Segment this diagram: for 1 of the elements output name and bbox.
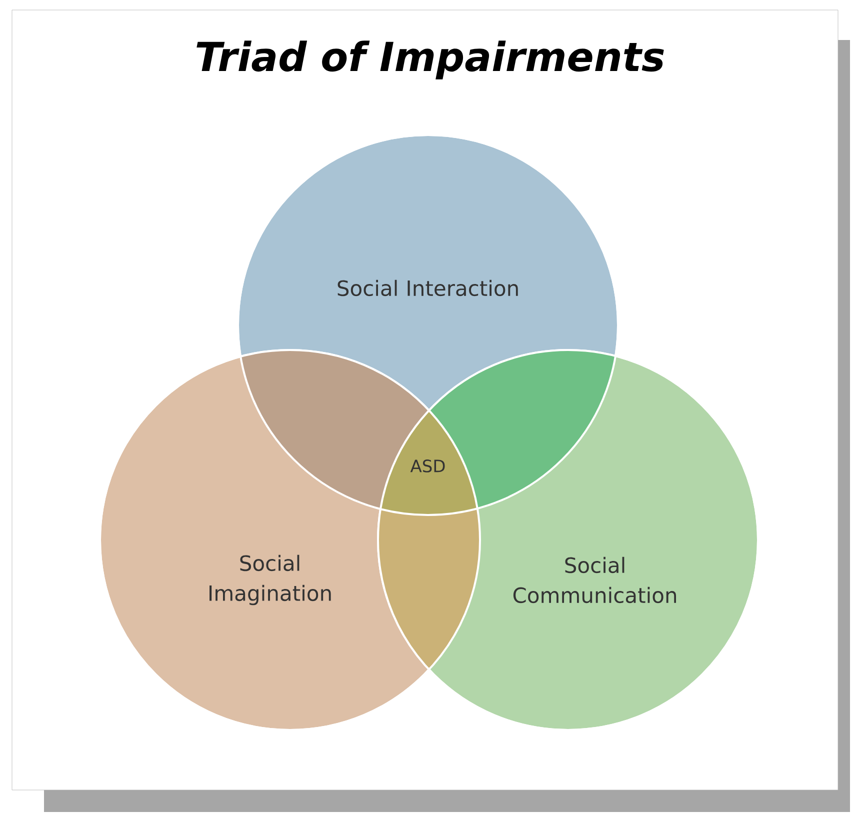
title: Triad of Impairments (196, 40, 664, 80)
